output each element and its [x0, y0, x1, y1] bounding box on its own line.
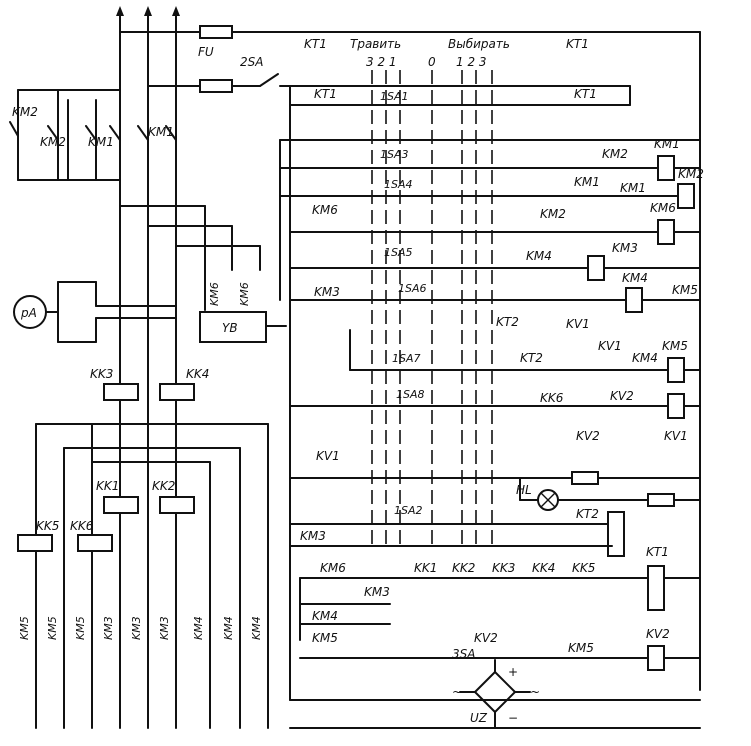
kk2-label: KK2 [152, 479, 175, 493]
motor-winding-labels: KM5 KM5 KM5 KM3 KM3 KM3 KM4 KM4 KM4 [18, 616, 263, 640]
kv2-r9-label: KV2 [576, 429, 600, 443]
sa1-3-label: 1SA3 [380, 148, 409, 161]
motor-label-7: KM4 [192, 616, 205, 640]
plus-label: + [508, 665, 518, 679]
kk6-label: KK6 [70, 519, 94, 533]
kt1-label-top-left: KT1 [304, 37, 327, 51]
sa1-5-label: 1SA5 [384, 246, 413, 259]
kk1-label: KK1 [96, 479, 119, 493]
motor-windings [17, 383, 269, 729]
kv1-r7-label: KV1 [598, 339, 622, 353]
coil-kv2-label: KV2 [646, 627, 670, 641]
ac-right-label: ~ [530, 685, 540, 699]
ammeter-yb [13, 281, 287, 343]
km1-power-a-label: KM1 [88, 135, 114, 149]
km5-coil-top-label: KM5 [672, 283, 698, 297]
coil-km2-label: KM2 [678, 167, 704, 181]
km2-r1-label: KM2 [602, 147, 628, 161]
km1-r2b-label: KM1 [620, 181, 646, 195]
ammeter-label: pA [20, 306, 37, 320]
kk5-b-label: KK5 [572, 561, 595, 575]
km6-r13-label: KM6 [320, 561, 346, 575]
positions-left: 3 2 1 [366, 55, 397, 69]
motor-label-2: KM5 [46, 616, 59, 640]
coil-kv1-label: KV1 [664, 429, 688, 443]
km3-r6-label: KM3 [314, 285, 340, 299]
coil-km1-label: KM1 [654, 137, 680, 151]
motor-label-4: KM3 [102, 616, 115, 640]
kk6-r8-label: KK6 [540, 391, 564, 405]
motor-label-6: KM3 [158, 616, 171, 640]
ac-left-label: ~ [452, 685, 462, 699]
hl-label: HL [516, 483, 532, 497]
vybirat-label: Выбирать [448, 37, 510, 51]
km4-r7-label: KM4 [632, 351, 658, 365]
km2-left-label: KM2 [12, 105, 38, 119]
coil-km6-label: KM6 [650, 201, 676, 215]
kk3-b-label: KK3 [492, 561, 515, 575]
km3-r12-label: KM3 [300, 529, 326, 543]
power-phases [9, 6, 701, 729]
km5-r15b-label: KM5 [568, 641, 594, 655]
kt1-label-top-right: KT1 [566, 37, 589, 51]
schematic-labels: FU 2SA KT1 KT1 KT1 KT1 Травить Выбирать … [12, 37, 704, 725]
sa1-2-label: 1SA2 [394, 504, 423, 517]
kv2-r15-label: KV2 [474, 631, 498, 645]
fu-label: FU [198, 45, 214, 59]
coil-kt2-label: KT2 [576, 507, 599, 521]
kv1-r10-label: KV1 [316, 449, 340, 463]
sa1-4-label: 1SA4 [384, 178, 413, 191]
motor-label-8: KM4 [222, 616, 235, 640]
kt2-top-label: KT2 [496, 315, 519, 329]
km3-r13b-label: KM3 [364, 585, 390, 599]
motor-label-9: KM4 [250, 616, 263, 640]
sa1-8-label: 1SA8 [396, 388, 425, 401]
kt1-contact-label-left: KT1 [314, 87, 337, 101]
uz-label: UZ [470, 711, 488, 725]
km2-r3-label: KM2 [540, 207, 566, 221]
km6-r3-label: KM6 [312, 203, 338, 217]
motor-label-1: KM5 [18, 616, 31, 640]
km6-yb-label-2: KM6 [238, 282, 251, 306]
motor-label-5: KM3 [130, 616, 143, 640]
kk1-b-label: KK1 [414, 561, 437, 575]
coil-km3-label: KM3 [612, 241, 638, 255]
km1-power-b-label: KM1 [148, 125, 174, 139]
kk2-b-label: KK2 [452, 561, 475, 575]
kk3-label: KK3 [90, 367, 113, 381]
travit-label: Травить [350, 37, 401, 51]
position-zero: 0 [428, 55, 436, 69]
coil-km5-label: KM5 [662, 339, 688, 353]
control-rungs [279, 85, 701, 729]
km4-r14-label: KM4 [312, 609, 338, 623]
km5-r15-label: KM5 [312, 631, 338, 645]
km2-power-label: KM2 [40, 135, 66, 149]
kv1-r6-label: KV1 [566, 317, 590, 331]
sa1-1-label: 1SA1 [380, 90, 409, 103]
minus-label: − [508, 711, 518, 725]
motor-label-3: KM5 [74, 616, 87, 640]
kk5-label: KK5 [36, 519, 59, 533]
control-bus [279, 85, 701, 701]
sa1-6-label: 1SA6 [398, 282, 427, 295]
sa3-label: 3SA [452, 647, 475, 661]
kt1-contact-label-right: KT1 [574, 87, 597, 101]
km1-r2-label: KM1 [574, 175, 600, 189]
kk4-label: KK4 [186, 367, 209, 381]
yb-label: YB [222, 321, 238, 335]
kk4-b-label: KK4 [532, 561, 555, 575]
sa2-label: 2SA [240, 55, 263, 69]
coil-km4-label: KM4 [622, 271, 648, 285]
coil-kt1-label: KT1 [646, 545, 669, 559]
kt2-r7-label: KT2 [520, 351, 543, 365]
km6-yb-label: KM6 [208, 282, 221, 306]
kv2-r8-label: KV2 [610, 389, 634, 403]
km4-r4-label: KM4 [526, 249, 552, 263]
sa1-7-label: 1SA7 [392, 352, 421, 365]
controller-switch-positions [371, 70, 493, 545]
positions-right: 1 2 3 [456, 55, 487, 69]
